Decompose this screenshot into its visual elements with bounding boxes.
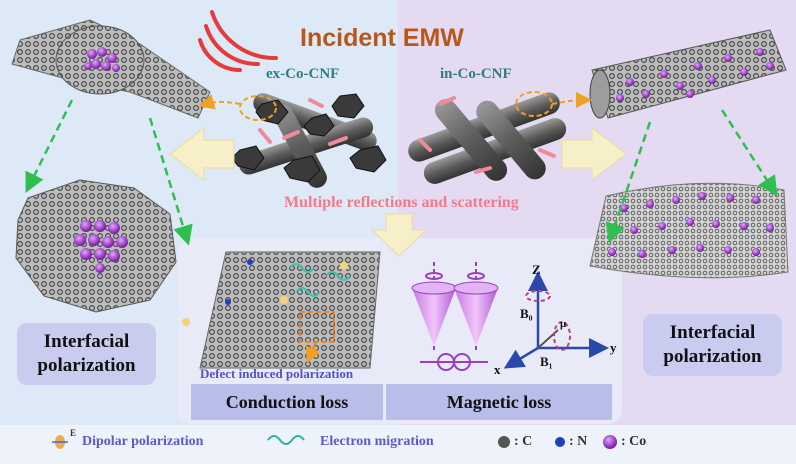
ex-co-cnf-label: ex-Co-CNF — [266, 66, 340, 82]
wave-icon — [198, 10, 278, 72]
legend-band — [0, 425, 796, 464]
ex-co-cage — [15, 179, 177, 313]
legend-electron: Electron migration — [320, 434, 434, 449]
interfacial-polarization-left: Interfacial polarization — [17, 323, 156, 385]
defect-graphene — [182, 251, 381, 369]
incident-emw-title: Incident EMW — [300, 24, 464, 52]
in-co-graphene-sheet — [589, 182, 789, 279]
in-co-nanotube — [589, 29, 787, 119]
in-co-cnf-network — [408, 92, 567, 184]
mu-label: μ — [560, 318, 567, 330]
legend-nitrogen: : N — [569, 434, 588, 449]
legend-glyphs — [52, 435, 617, 449]
in-co-cnf-label: in-Co-CNF — [440, 66, 512, 82]
b1-label: B₁ — [540, 354, 553, 369]
axis-x-label: x — [494, 362, 501, 377]
e-field-symbol: E — [70, 428, 77, 438]
defect-polarization-caption: Defect induced polarization — [200, 366, 354, 381]
ex-co-nanotube — [11, 19, 211, 119]
legend-cobalt: : Co — [621, 434, 647, 449]
conduction-loss-box: Conduction loss — [191, 384, 383, 420]
legend-carbon: : C — [514, 434, 533, 449]
legend-dipolar: Dipolar polarization — [82, 434, 204, 449]
magnetic-loss-box: Magnetic loss — [386, 384, 612, 420]
magnetic-cones — [411, 262, 499, 371]
block-arrows — [169, 126, 627, 257]
b0-label: B₀ — [520, 306, 533, 321]
interfacial-polarization-right: Interfacial polarization — [643, 314, 782, 376]
axis-z-label: Z — [532, 262, 541, 277]
axis-y-label: y — [610, 340, 617, 355]
scattering-caption: Multiple reflections and scattering — [284, 194, 519, 211]
ex-co-cnf-network — [231, 93, 387, 188]
